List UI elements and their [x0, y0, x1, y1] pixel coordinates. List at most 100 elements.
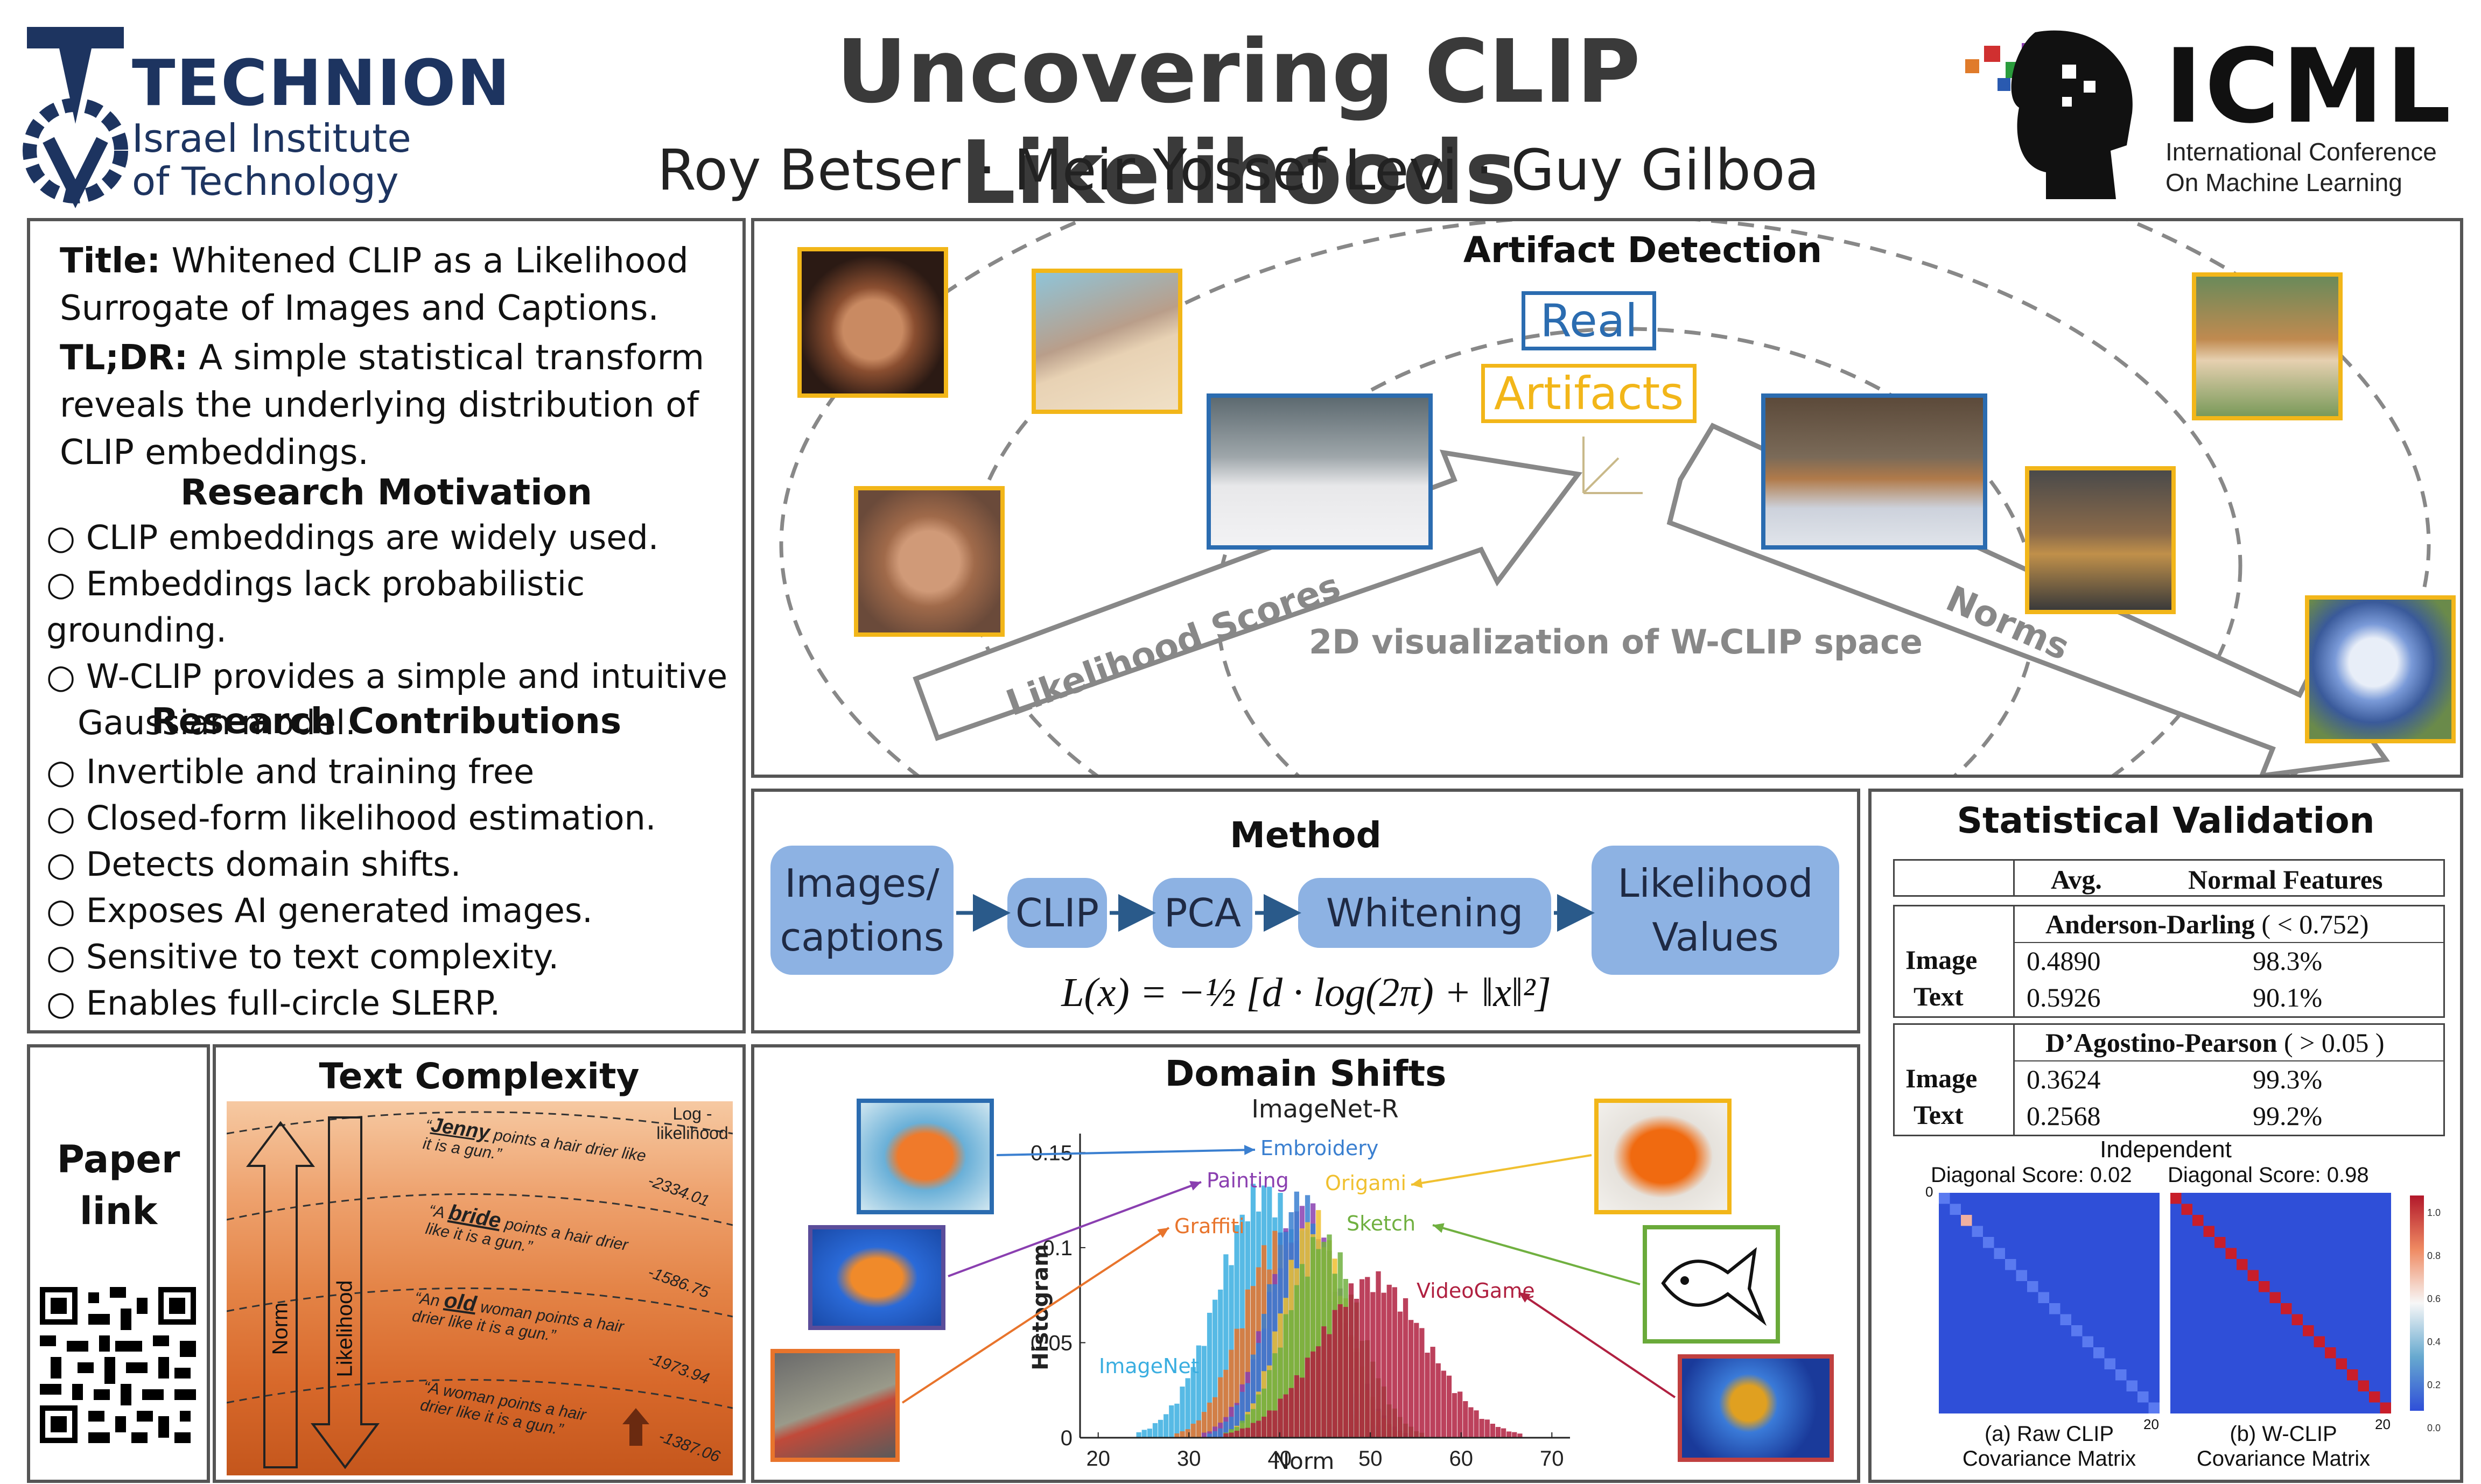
series-label: Origami	[1325, 1171, 1406, 1195]
histogram-bar	[1408, 1320, 1414, 1438]
histogram-bar	[1250, 1423, 1256, 1438]
histogram-bar	[1174, 1433, 1180, 1438]
histogram-bar	[1288, 1388, 1294, 1438]
histogram-bar	[1452, 1393, 1457, 1438]
connector-arrow-icon	[996, 1149, 1256, 1156]
embroidery-fish-photo	[857, 1099, 994, 1214]
histogram-bar	[1250, 1354, 1256, 1438]
histogram-bar	[1245, 1414, 1250, 1438]
real-dog-yard-photo	[1761, 393, 1987, 550]
series-label: Embroidery	[1260, 1136, 1378, 1160]
cell: 99.3%	[2253, 1064, 2323, 1094]
axes-icon	[1582, 437, 1643, 494]
series-label: Painting	[1207, 1169, 1289, 1192]
histogram-bar	[1457, 1391, 1463, 1438]
histogram-bar	[1392, 1287, 1397, 1438]
method-heading: Method	[1230, 814, 1382, 856]
histogram-bar	[1239, 1328, 1245, 1438]
histogram-bar	[1218, 1377, 1223, 1438]
histogram-bar	[1327, 1334, 1332, 1438]
histogram-bar	[1218, 1289, 1223, 1438]
histogram-bar	[1316, 1249, 1321, 1438]
histogram-bar	[1201, 1432, 1207, 1438]
histogram-bar	[1256, 1394, 1261, 1438]
histogram-bar	[1196, 1345, 1201, 1438]
histogram-bar	[1310, 1237, 1316, 1438]
cell: 0.4890	[2027, 946, 2101, 976]
artifact-hand-photo	[797, 247, 948, 398]
histogram-bar	[1261, 1416, 1267, 1438]
histogram-bar	[1218, 1428, 1223, 1438]
cell: 0.5926	[2027, 982, 2101, 1012]
cell: 99.2%	[2253, 1101, 2323, 1131]
histogram-bar	[1239, 1214, 1245, 1438]
summary-tldr: TL;DR: A simple statistical transform re…	[60, 334, 722, 476]
legend-real: Real	[1522, 291, 1656, 350]
series-label: ImageNet	[1099, 1354, 1199, 1378]
histogram-bar	[1267, 1410, 1272, 1438]
list-item: ○ Embeddings lack probabilistic groundin…	[46, 564, 585, 650]
norm-arrow-icon	[246, 1121, 315, 1468]
artifact-heading: Artifact Detection	[1463, 229, 1823, 271]
independent-label: Independent	[2100, 1136, 2232, 1163]
histogram-bar	[1299, 1377, 1305, 1438]
histogram-bar	[1316, 1346, 1321, 1438]
histogram-bar	[1441, 1370, 1446, 1438]
histogram-bar	[1245, 1427, 1250, 1438]
histogram-bar	[1261, 1388, 1267, 1438]
histogram-bar	[1343, 1306, 1348, 1438]
histogram-bar	[1213, 1431, 1218, 1438]
histogram-bar	[1147, 1429, 1152, 1438]
tldr-label: TL;DR:	[60, 338, 188, 378]
histogram-bar	[1495, 1427, 1501, 1438]
histogram-bar	[1305, 1276, 1310, 1438]
likelihood-axis-label: Likelihood	[333, 1280, 357, 1377]
real-baby-photo	[1207, 393, 1433, 550]
histogram-bar	[1474, 1410, 1479, 1438]
loglik-header: Log - likelihood	[656, 1104, 728, 1143]
arrowhead-icon	[1244, 1145, 1255, 1155]
artifact-wrinkled-hand-photo	[854, 486, 1005, 637]
cell: 90.1%	[2253, 982, 2323, 1012]
histogram-bar	[1158, 1419, 1164, 1438]
title-text: Whitened CLIP as a Likelihood Surrogate …	[60, 241, 689, 328]
tldr-text: A simple statistical transform reveals t…	[60, 338, 705, 473]
histogram-bar	[1386, 1284, 1392, 1438]
colorbar	[2410, 1195, 2424, 1411]
histogram-bar	[1370, 1292, 1376, 1438]
histogram-bar	[1190, 1367, 1196, 1438]
histogram-bar	[1425, 1353, 1430, 1438]
motivation-list: ○ CLIP embeddings are widely used. ○ Emb…	[46, 515, 735, 746]
list-item: ○ CLIP embeddings are widely used.	[46, 518, 659, 557]
connector-arrow-icon	[1432, 1224, 1641, 1285]
histogram-bar	[1414, 1323, 1419, 1438]
row-label: Text	[1914, 981, 1964, 1011]
histogram-bar	[1223, 1254, 1229, 1438]
histogram-bar	[1207, 1433, 1213, 1438]
cell: 0.3624	[2027, 1064, 2101, 1094]
text-complexity-heading: Text Complexity	[319, 1056, 640, 1097]
histogram-bar	[1239, 1391, 1245, 1438]
histogram-bar	[1365, 1277, 1370, 1438]
up-arrow-icon	[622, 1408, 649, 1446]
artifact-panel: Artifact Detection Real Artifacts Likeli…	[751, 218, 2463, 778]
text-complexity-panel: Text Complexity Norm Likelihood Log - li…	[213, 1044, 746, 1483]
histogram-bar	[1430, 1347, 1435, 1438]
method-panel: Method Images/ captions CLIP PCA Whiteni…	[751, 789, 1860, 1033]
col-avg: Avg.	[2051, 864, 2102, 895]
contributions-heading: Research Contributions	[151, 700, 622, 742]
arrowhead-icon	[1519, 1292, 1531, 1303]
histogram-bar	[1174, 1403, 1180, 1438]
histogram-bar	[1283, 1394, 1288, 1438]
histogram-bar	[1256, 1420, 1261, 1438]
wclip-covariance-matrix	[2170, 1193, 2391, 1413]
histogram-bar	[1278, 1398, 1283, 1438]
x-tick-label: 40	[1267, 1447, 1292, 1471]
test-name: Anderson-Darling ( < 0.752)	[2045, 909, 2369, 939]
qr-code-icon[interactable]	[40, 1287, 196, 1443]
likelihood-arrow-icon	[311, 1116, 380, 1469]
histogram-bar	[1185, 1429, 1190, 1438]
